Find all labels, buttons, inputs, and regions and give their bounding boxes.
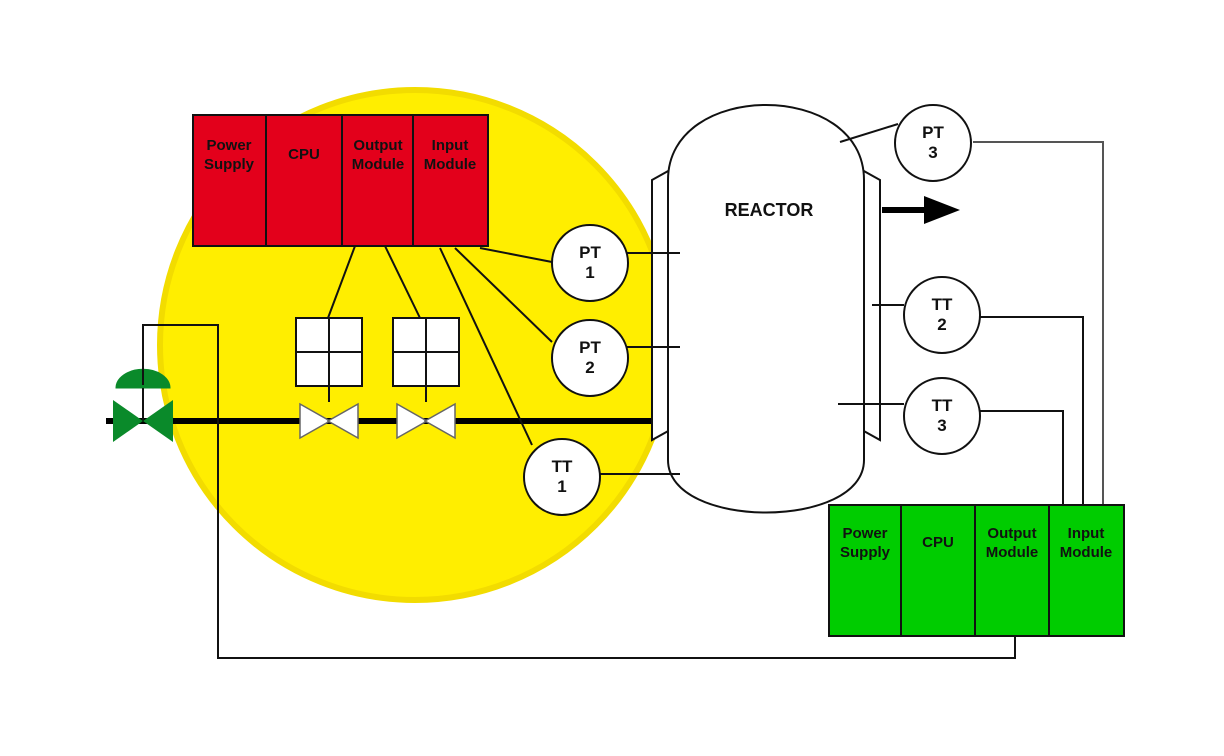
tt3-tag: TT (932, 396, 953, 415)
reactor-label: REACTOR (725, 200, 814, 220)
pt1-number: 1 (585, 263, 594, 282)
control-valve-loop-wire (142, 324, 1016, 659)
pt2-tag: PT (579, 338, 601, 357)
pt2-transmitter: PT 2 (551, 319, 680, 397)
safety-valve-2 (396, 402, 456, 440)
pt3-number: 3 (928, 143, 937, 162)
safety-solenoid-2 (392, 317, 460, 402)
tt1-transmitter: TT 1 (523, 438, 680, 516)
outlet-arrow (882, 196, 960, 224)
pt1-transmitter: PT 1 (551, 224, 680, 302)
tt1-tag: TT (552, 457, 573, 476)
reactor-vessel: REACTOR (651, 104, 881, 514)
safety-solenoid-1 (295, 317, 363, 402)
tt3-transmitter: TT 3 (838, 377, 1064, 505)
pt3-transmitter: PT 3 (839, 104, 1104, 505)
pt2-number: 2 (585, 358, 594, 377)
safety-plc-cpu-label: CPU (288, 146, 320, 163)
reactor-body (667, 104, 865, 514)
tt2-transmitter: TT 2 (872, 276, 1084, 505)
control-plc-cpu-label: CPU (922, 534, 954, 551)
safety-plc-wiring (327, 245, 553, 446)
tt2-tag: TT (932, 295, 953, 314)
pt3-tag: PT (922, 123, 944, 142)
safety-valve-1 (299, 402, 359, 440)
pt1-tag: PT (579, 243, 601, 262)
tt3-number: 3 (937, 416, 946, 435)
tt2-number: 2 (937, 315, 946, 334)
tt1-number: 1 (557, 477, 566, 496)
